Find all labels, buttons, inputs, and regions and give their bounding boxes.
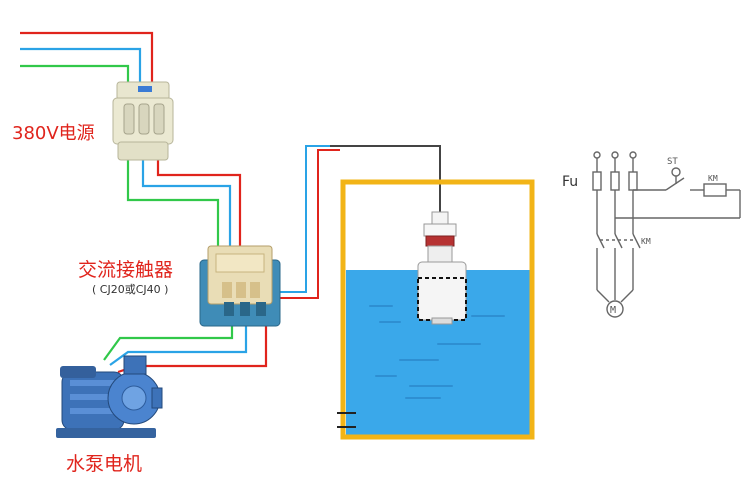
wire-red-control [268,149,340,299]
wire-blue-input [20,47,142,82]
wire-red-input [20,31,154,82]
fuse-3 [628,171,638,191]
tank-outlet-marker [337,412,356,428]
contact-label: KM [641,237,651,246]
wire-blue-control [270,145,330,293]
switch-st [665,177,685,191]
pump-motor-label: 水泵电机 [66,453,142,475]
motor-symbol [606,300,624,318]
fuse-label: Fu [562,174,578,190]
fuse-2 [610,171,620,191]
control-schematic [592,151,741,318]
motor-label: M [610,305,616,316]
fuse-1 [592,171,602,191]
ac-contactor [199,245,281,327]
tank-frame [340,179,535,440]
contactor-model-label: ( CJ20或CJ40 ) [92,283,168,296]
breaker-to-contactor-wires [126,158,242,248]
power-source-label: 380V电源 [12,123,95,144]
switch-label: ST [667,157,678,167]
float-switch [417,211,467,325]
circuit-breaker [112,81,174,161]
wire-blue-out [109,318,248,366]
coil-km [703,183,727,197]
wire-green-input [20,64,130,84]
coil-label: KM [708,174,718,183]
wire-red-mid [156,158,242,248]
wire-green-mid [126,158,220,248]
power-input-wires [20,31,154,84]
float-switch-wires [268,145,441,299]
water-pump [56,355,163,438]
wire-black-control [330,145,441,212]
water-ripples [369,305,505,399]
wire-green-out [103,318,234,361]
wire-blue-mid [141,158,232,248]
contactor-label: 交流接触器 [78,259,173,281]
